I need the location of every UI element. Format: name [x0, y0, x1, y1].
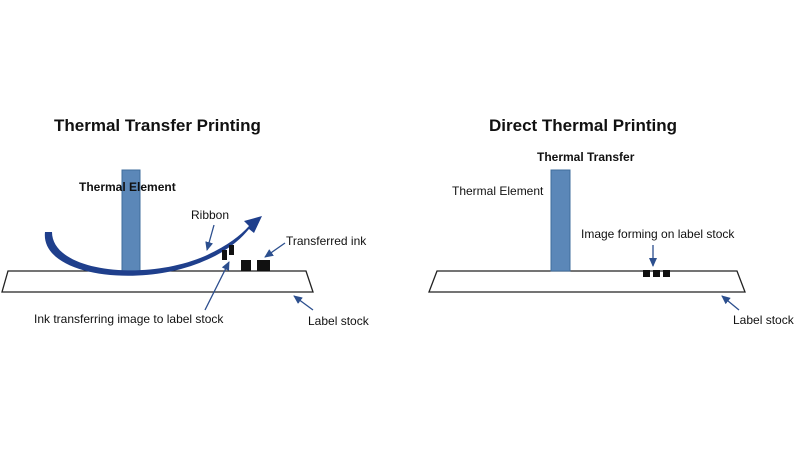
ribbon-pointer-arrow: [205, 224, 215, 251]
label-stock-pointer-arrow: [721, 295, 740, 311]
transferred-ink-label: Transferred ink: [286, 234, 367, 248]
transferred-ink-block: [257, 260, 270, 271]
image-forming-block: [653, 270, 660, 277]
direct-thermal-title: Direct Thermal Printing: [489, 116, 677, 135]
thermal-element-label: Thermal Element: [79, 180, 176, 194]
label-stock-label: Label stock: [308, 314, 370, 328]
ink-block: [222, 250, 227, 260]
image-forming-block: [643, 270, 650, 277]
ink-transferring-pointer-arrow: [204, 261, 230, 311]
label-stock-slab: [1, 270, 314, 293]
ink-block: [229, 245, 234, 255]
transferred-ink-block: [241, 260, 251, 271]
thermal-element-label: Thermal Element: [452, 184, 544, 198]
transferred-ink-pointer-arrow: [264, 242, 286, 258]
ribbon-label: Ribbon: [191, 208, 229, 222]
thermal-transfer-title: Thermal Transfer Printing: [54, 116, 261, 135]
label-stock-pointer-arrow: [293, 295, 314, 311]
direct-thermal-subtitle: Thermal Transfer: [537, 150, 635, 164]
ink-transferring-label: Ink transferring image to label stock: [34, 312, 224, 326]
thermal-transfer-panel: Thermal Transfer Printing Thermal Elemen…: [1, 116, 370, 328]
image-forming-label: Image forming on label stock: [581, 227, 735, 241]
thermal-element-bar: [550, 169, 571, 272]
label-stock-label: Label stock: [733, 313, 795, 327]
label-stock-slab: [428, 270, 746, 293]
image-forming-block: [663, 270, 670, 277]
direct-thermal-panel: Direct Thermal Printing Thermal Transfer…: [428, 116, 795, 327]
